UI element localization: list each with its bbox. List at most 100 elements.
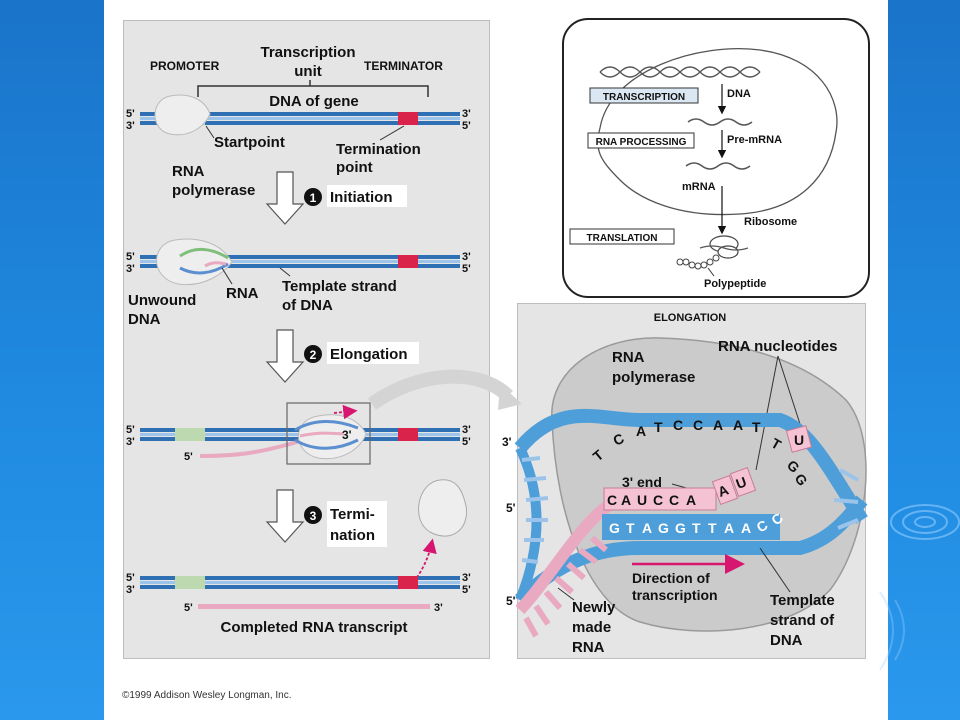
dna-strand-stage0 xyxy=(140,94,460,136)
overview-mrna-label: mRNA xyxy=(682,181,716,193)
polypeptide-chain-icon xyxy=(676,254,720,270)
step-number: 2 xyxy=(310,348,317,362)
transcription-unit-label-2: unit xyxy=(294,63,322,80)
five-prime-label: 5' xyxy=(462,263,471,275)
three-prime-label: 3' xyxy=(126,263,135,275)
elongation-3prime-left-label: 3' xyxy=(502,435,512,449)
unwound-dna-label-2: DNA xyxy=(128,311,161,328)
rna-3prime-label: 3' xyxy=(342,428,352,442)
transcript-5prime-label: 5' xyxy=(184,602,193,614)
three-prime-end-label: 3' end xyxy=(622,474,662,490)
dna-strand-stage3 xyxy=(140,576,460,609)
translation-box xyxy=(569,228,675,245)
direction-label: Direction of xyxy=(632,570,710,586)
svg-text:C: C xyxy=(607,492,617,508)
step-label-box xyxy=(327,501,387,547)
three-prime-label: 3' xyxy=(462,572,471,584)
svg-text:C: C xyxy=(693,417,703,433)
five-prime-label: 5' xyxy=(126,572,135,584)
rna-polymerase-label: RNA xyxy=(172,163,205,180)
svg-text:A: A xyxy=(713,417,723,433)
three-prime-label: 3' xyxy=(462,251,471,263)
svg-text:C: C xyxy=(653,492,663,508)
newly-made-rna-label: Newly xyxy=(572,599,616,616)
direction-label-2: transcription xyxy=(632,587,718,603)
step-arrow-1 xyxy=(265,171,305,225)
step-number: 1 xyxy=(310,191,317,205)
template-strand-dna-label: Template xyxy=(770,592,835,609)
three-prime-label: 3' xyxy=(126,120,135,132)
mrna-wave-icon xyxy=(685,162,751,170)
unwound-dna-label: Unwound xyxy=(128,292,196,309)
newly-made-rna-label-2: made xyxy=(572,619,611,636)
elongation-rna-polymerase-label-2: polymerase xyxy=(612,369,695,386)
rna-bases: C A U C C A A U xyxy=(603,467,757,511)
zoom-connector-arrow xyxy=(367,369,513,410)
svg-text:A: A xyxy=(733,417,743,433)
svg-text:A: A xyxy=(741,520,751,536)
five-prime-label: 5' xyxy=(462,436,471,448)
five-prime-label: 5' xyxy=(126,108,135,120)
svg-text:A: A xyxy=(636,423,646,439)
rna-polymerase-label-2: polymerase xyxy=(172,182,255,199)
completed-transcript-label: Completed RNA transcript xyxy=(221,619,408,636)
template-strand-dna-label-3: DNA xyxy=(770,632,803,649)
elongation-5prime-bottom-label: 5' xyxy=(506,594,516,608)
transcript-3prime-label: 3' xyxy=(434,602,443,614)
svg-text:A: A xyxy=(642,520,652,536)
cell-nucleus-outline xyxy=(597,48,838,216)
rna-5prime-label: 5' xyxy=(184,451,193,463)
rna-polymerase-blob xyxy=(154,94,211,136)
rna-processing-box-label: RNA PROCESSING xyxy=(596,137,687,148)
step-label-box xyxy=(327,342,419,364)
overview-pre-mrna-label: Pre-mRNA xyxy=(727,134,782,146)
termination-point-label-2: point xyxy=(336,159,373,176)
pre-mrna-wave-icon xyxy=(687,118,753,126)
startpoint-label: Startpoint xyxy=(214,134,285,151)
svg-text:T: T xyxy=(626,520,635,536)
promoter-label: PROMOTER xyxy=(150,59,220,73)
rna-nucleotides-label: RNA nucleotides xyxy=(718,338,837,355)
template-strand-bases: G T A G G T T A A C C xyxy=(602,510,786,540)
template-strand-label: Template strand xyxy=(282,278,397,295)
copyright-notice: ©1999 Addison Wesley Longman, Inc. xyxy=(122,690,292,701)
svg-text:G: G xyxy=(609,520,620,536)
overview-polypeptide-label: Polypeptide xyxy=(704,278,766,290)
termination-point-label: Termination xyxy=(336,141,421,158)
three-prime-label: 3' xyxy=(462,424,471,436)
overview-dna-label: DNA xyxy=(727,88,751,100)
dna-of-gene-label: DNA of gene xyxy=(269,93,358,110)
svg-text:C: C xyxy=(669,492,679,508)
svg-text:A: A xyxy=(621,492,631,508)
svg-text:A: A xyxy=(686,492,696,508)
rna-label: RNA xyxy=(226,285,259,302)
svg-text:G: G xyxy=(658,520,669,536)
svg-text:U: U xyxy=(637,492,647,508)
svg-text:G: G xyxy=(675,520,686,536)
svg-text:T: T xyxy=(752,419,761,435)
svg-text:C: C xyxy=(673,417,683,433)
dna-strand-stage2 xyxy=(140,402,460,465)
terminator-label: TERMINATOR xyxy=(364,59,443,73)
five-prime-label: 5' xyxy=(126,424,135,436)
five-prime-label: 5' xyxy=(462,120,471,132)
step-number-badge xyxy=(304,506,322,524)
dna-strand-stage1 xyxy=(140,238,460,286)
step-initiation-label: Initiation xyxy=(330,189,393,206)
step-elongation-label: Elongation xyxy=(330,346,408,363)
step-arrow-3 xyxy=(265,489,305,543)
step-termination-label-2: nation xyxy=(330,527,375,544)
transcription-box xyxy=(589,87,699,104)
svg-text:T: T xyxy=(708,520,717,536)
translation-box-label: TRANSLATION xyxy=(587,233,658,244)
completed-rna-strand xyxy=(198,604,430,609)
transcription-box-label: TRANSCRIPTION xyxy=(603,92,685,103)
transcription-unit-bracket xyxy=(197,85,429,97)
step-termination-label: Termi- xyxy=(330,506,375,523)
svg-text:T: T xyxy=(692,520,701,536)
template-strand-label-2: of DNA xyxy=(282,297,333,314)
step-number-badge xyxy=(304,188,322,206)
three-prime-label: 3' xyxy=(462,108,471,120)
